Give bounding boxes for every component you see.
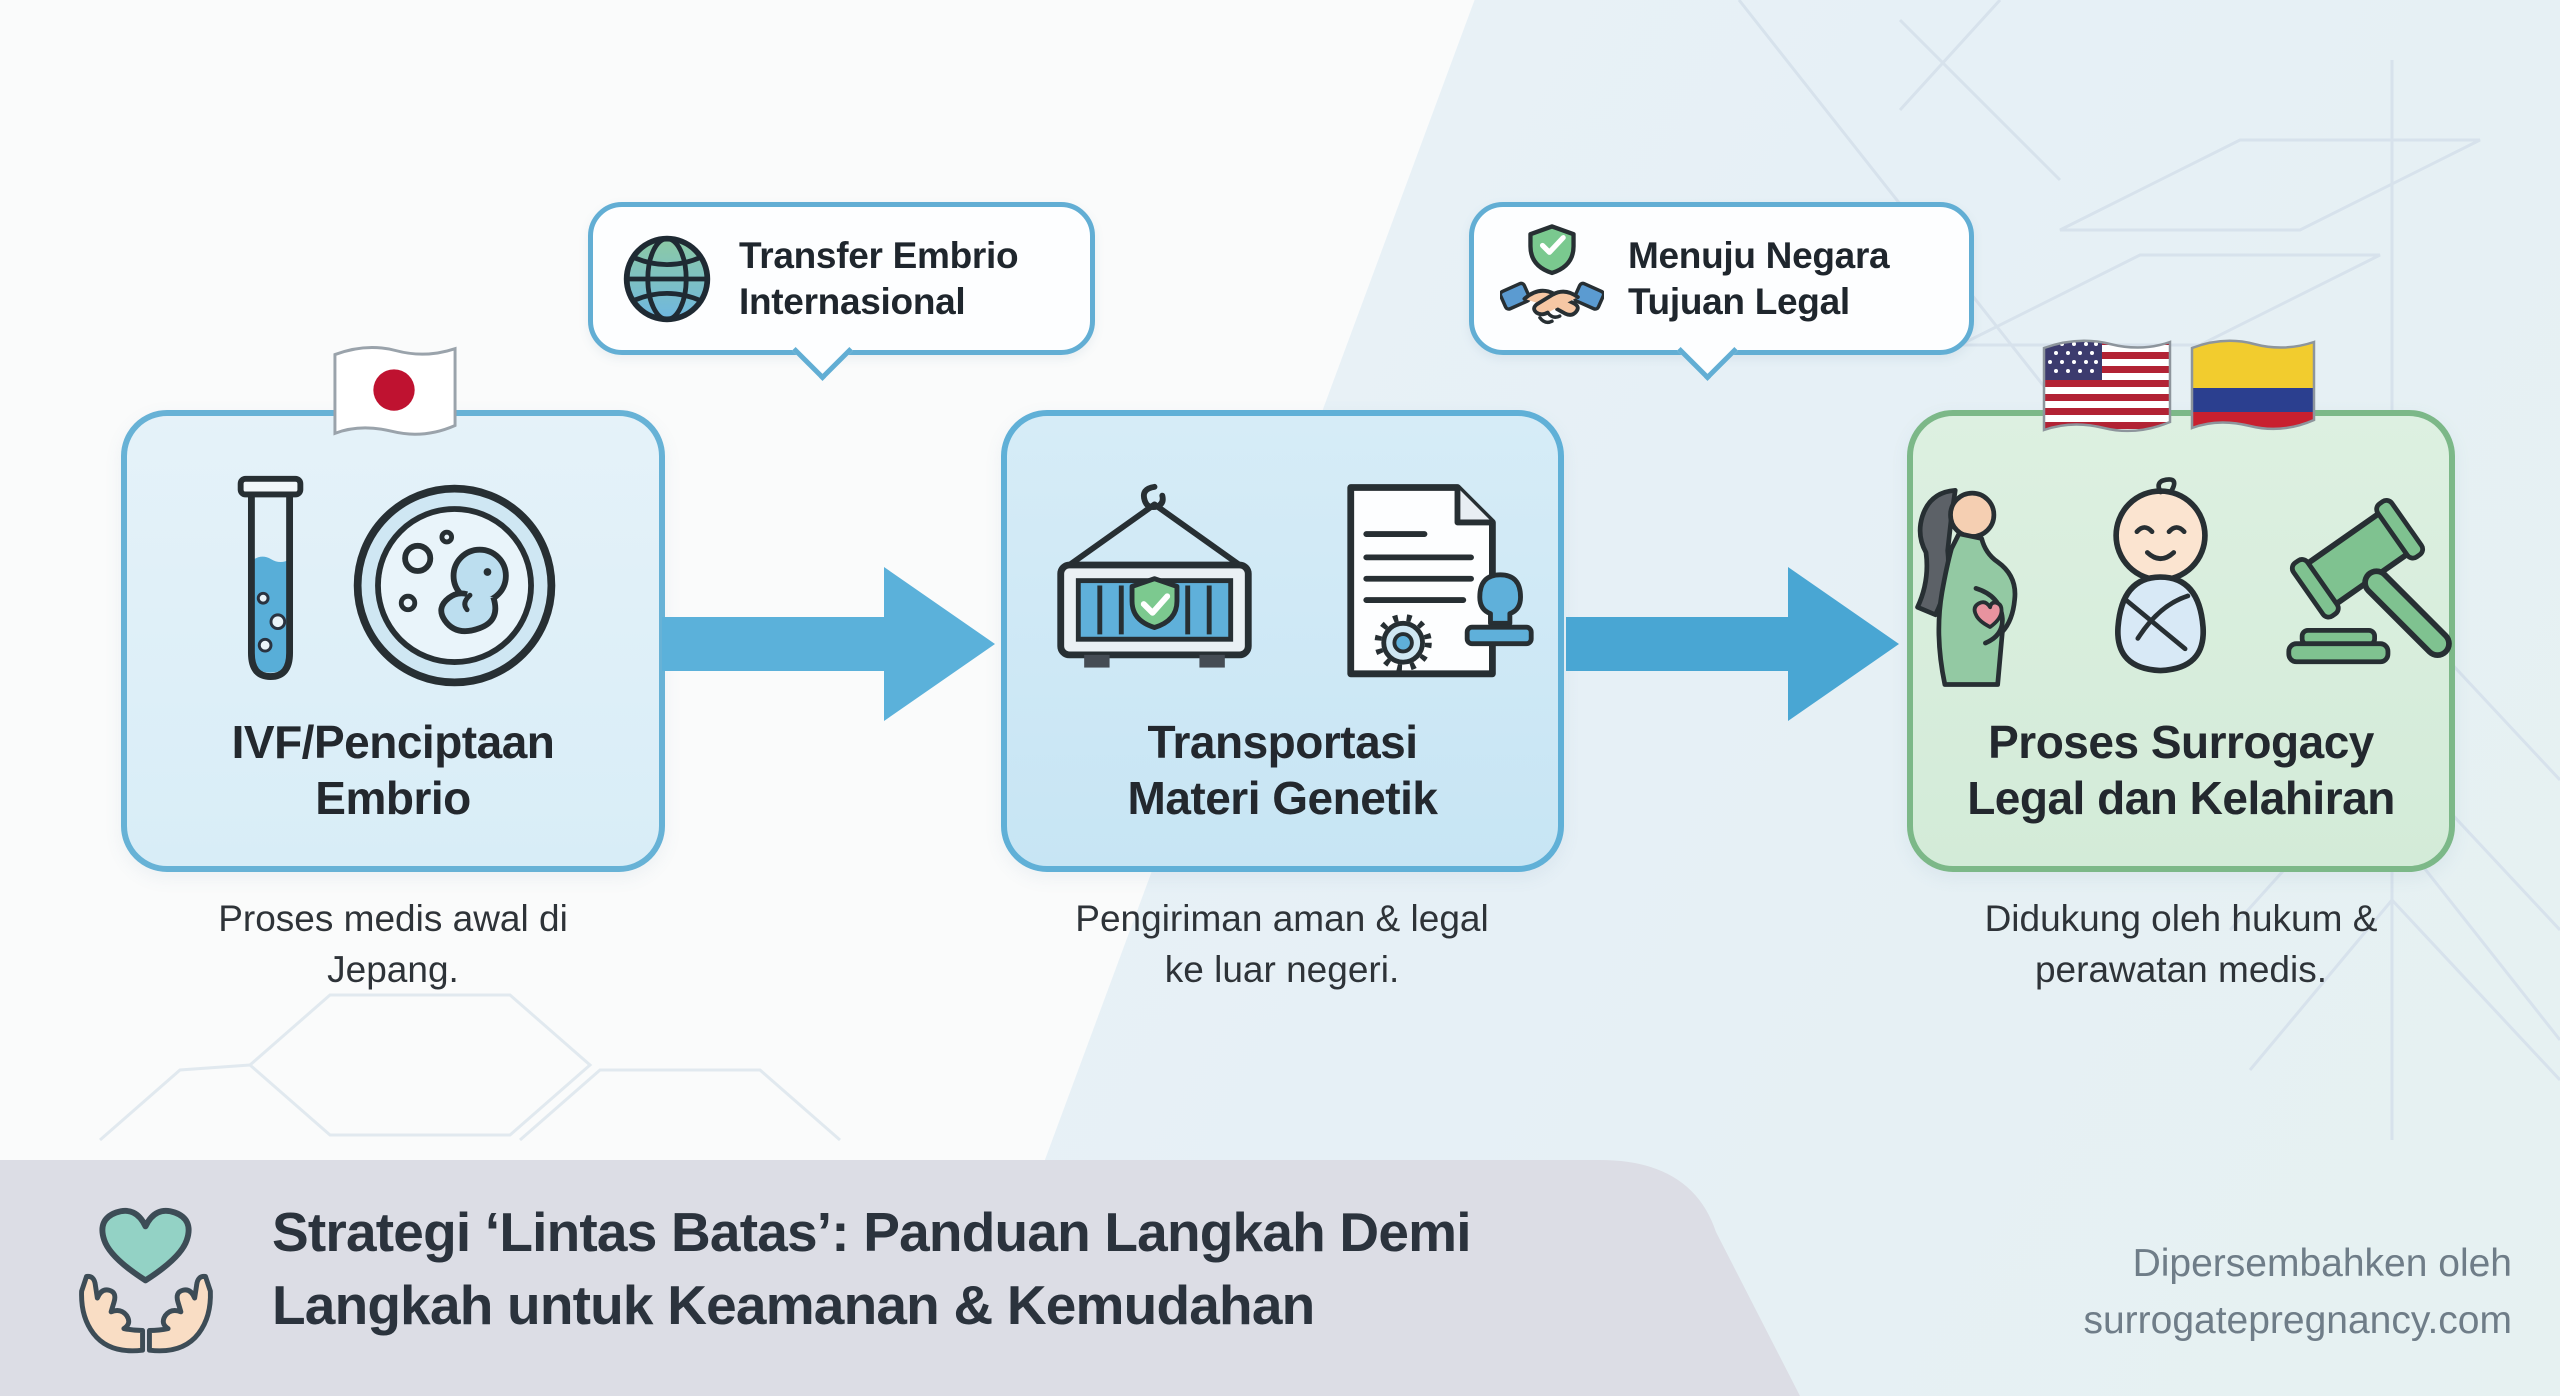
callout-2-line2: Tujuan Legal (1628, 280, 1850, 322)
handshake-shield-icon (1500, 223, 1604, 335)
callout-2-label: Menuju Negara Tujuan Legal (1628, 233, 1890, 323)
footer-credit-website: surrogatepregnancy.com (2083, 1298, 2512, 1342)
step-3-title-line2: Legal dan Kelahiran (1967, 772, 2395, 825)
step-1-title-line2: Embrio (315, 772, 471, 825)
gavel-icon (2264, 481, 2469, 696)
footer-title: Strategi ‘Lintas Batas’: Panduan Langkah… (272, 1196, 1472, 1341)
callout-international-transfer: Transfer Embrio Internasional (588, 202, 1095, 381)
step-card-transport: Transportasi Materi Genetik (1001, 410, 1564, 872)
footer-title-line1: Strategi ‘Lintas Batas’: Panduan Langkah… (272, 1201, 1472, 1263)
step-1-title: IVF/Penciptaan Embrio (143, 714, 643, 826)
step-3-title: Proses Surrogacy Legal dan Kelahiran (1929, 714, 2433, 826)
step-1-icons (127, 468, 659, 708)
step-card-ivf: IVF/Penciptaan Embrio (121, 410, 665, 872)
test-tube-icon (223, 471, 318, 706)
callout-1-label: Transfer Embrio Internasional (739, 233, 1019, 323)
callout-1-line2: Internasional (739, 280, 966, 322)
colombia-flag-icon (2188, 334, 2318, 445)
step-1-subtitle: Proses medis awal di Jepang. (218, 898, 568, 991)
embryo-petri-dish-icon (346, 477, 564, 700)
callout-legal-destination: Menuju Negara Tujuan Legal (1469, 202, 1974, 381)
footer-credit: Dipersembahken oleh surrogatepregnancy.c… (2083, 1236, 2512, 1349)
hands-holding-heart-icon (60, 1183, 232, 1370)
step-2-title-line2: Materi Genetik (1127, 772, 1439, 825)
legal-document-stamp-icon (1310, 472, 1538, 705)
callout-1-tail (792, 320, 853, 381)
step-3-subtitle: Didukung oleh hukum & perawatan medis. (1984, 898, 2378, 991)
pregnant-woman-icon (1893, 475, 2058, 702)
flow-arrow-2 (1566, 567, 1899, 721)
usa-flag-icon (2040, 334, 2174, 445)
secure-cargo-container-icon (1027, 481, 1282, 696)
newborn-baby-icon (2086, 475, 2236, 702)
flow-arrow-1 (662, 567, 995, 721)
globe-icon (619, 231, 715, 327)
step-2-title: Transportasi Materi Genetik (1023, 714, 1542, 826)
step-3-icons (1913, 468, 2452, 708)
step-card-surrogacy: Proses Surrogacy Legal dan Kelahiran (1907, 410, 2455, 872)
step-2-subtitle: Pengiriman aman & legal ke luar negeri. (1075, 898, 1489, 991)
callout-2-line1: Menuju Negara (1628, 235, 1890, 277)
step-2-icons (1007, 468, 1558, 708)
footer-title-line2: Langkah untuk Keamanan & Kemudahan (272, 1273, 1315, 1336)
step-1-title-line1: IVF/Penciptaan (231, 716, 555, 768)
callout-1-line1: Transfer Embrio (739, 235, 1019, 277)
footer-credit-line1: Dipersembahken oleh (2132, 1242, 2512, 1285)
step-2-title-line1: Transportasi (1147, 716, 1418, 768)
japan-flag-icon (331, 340, 459, 447)
step-3-title-line1: Proses Surrogacy (1988, 716, 2374, 768)
destination-flags (2040, 334, 2318, 445)
